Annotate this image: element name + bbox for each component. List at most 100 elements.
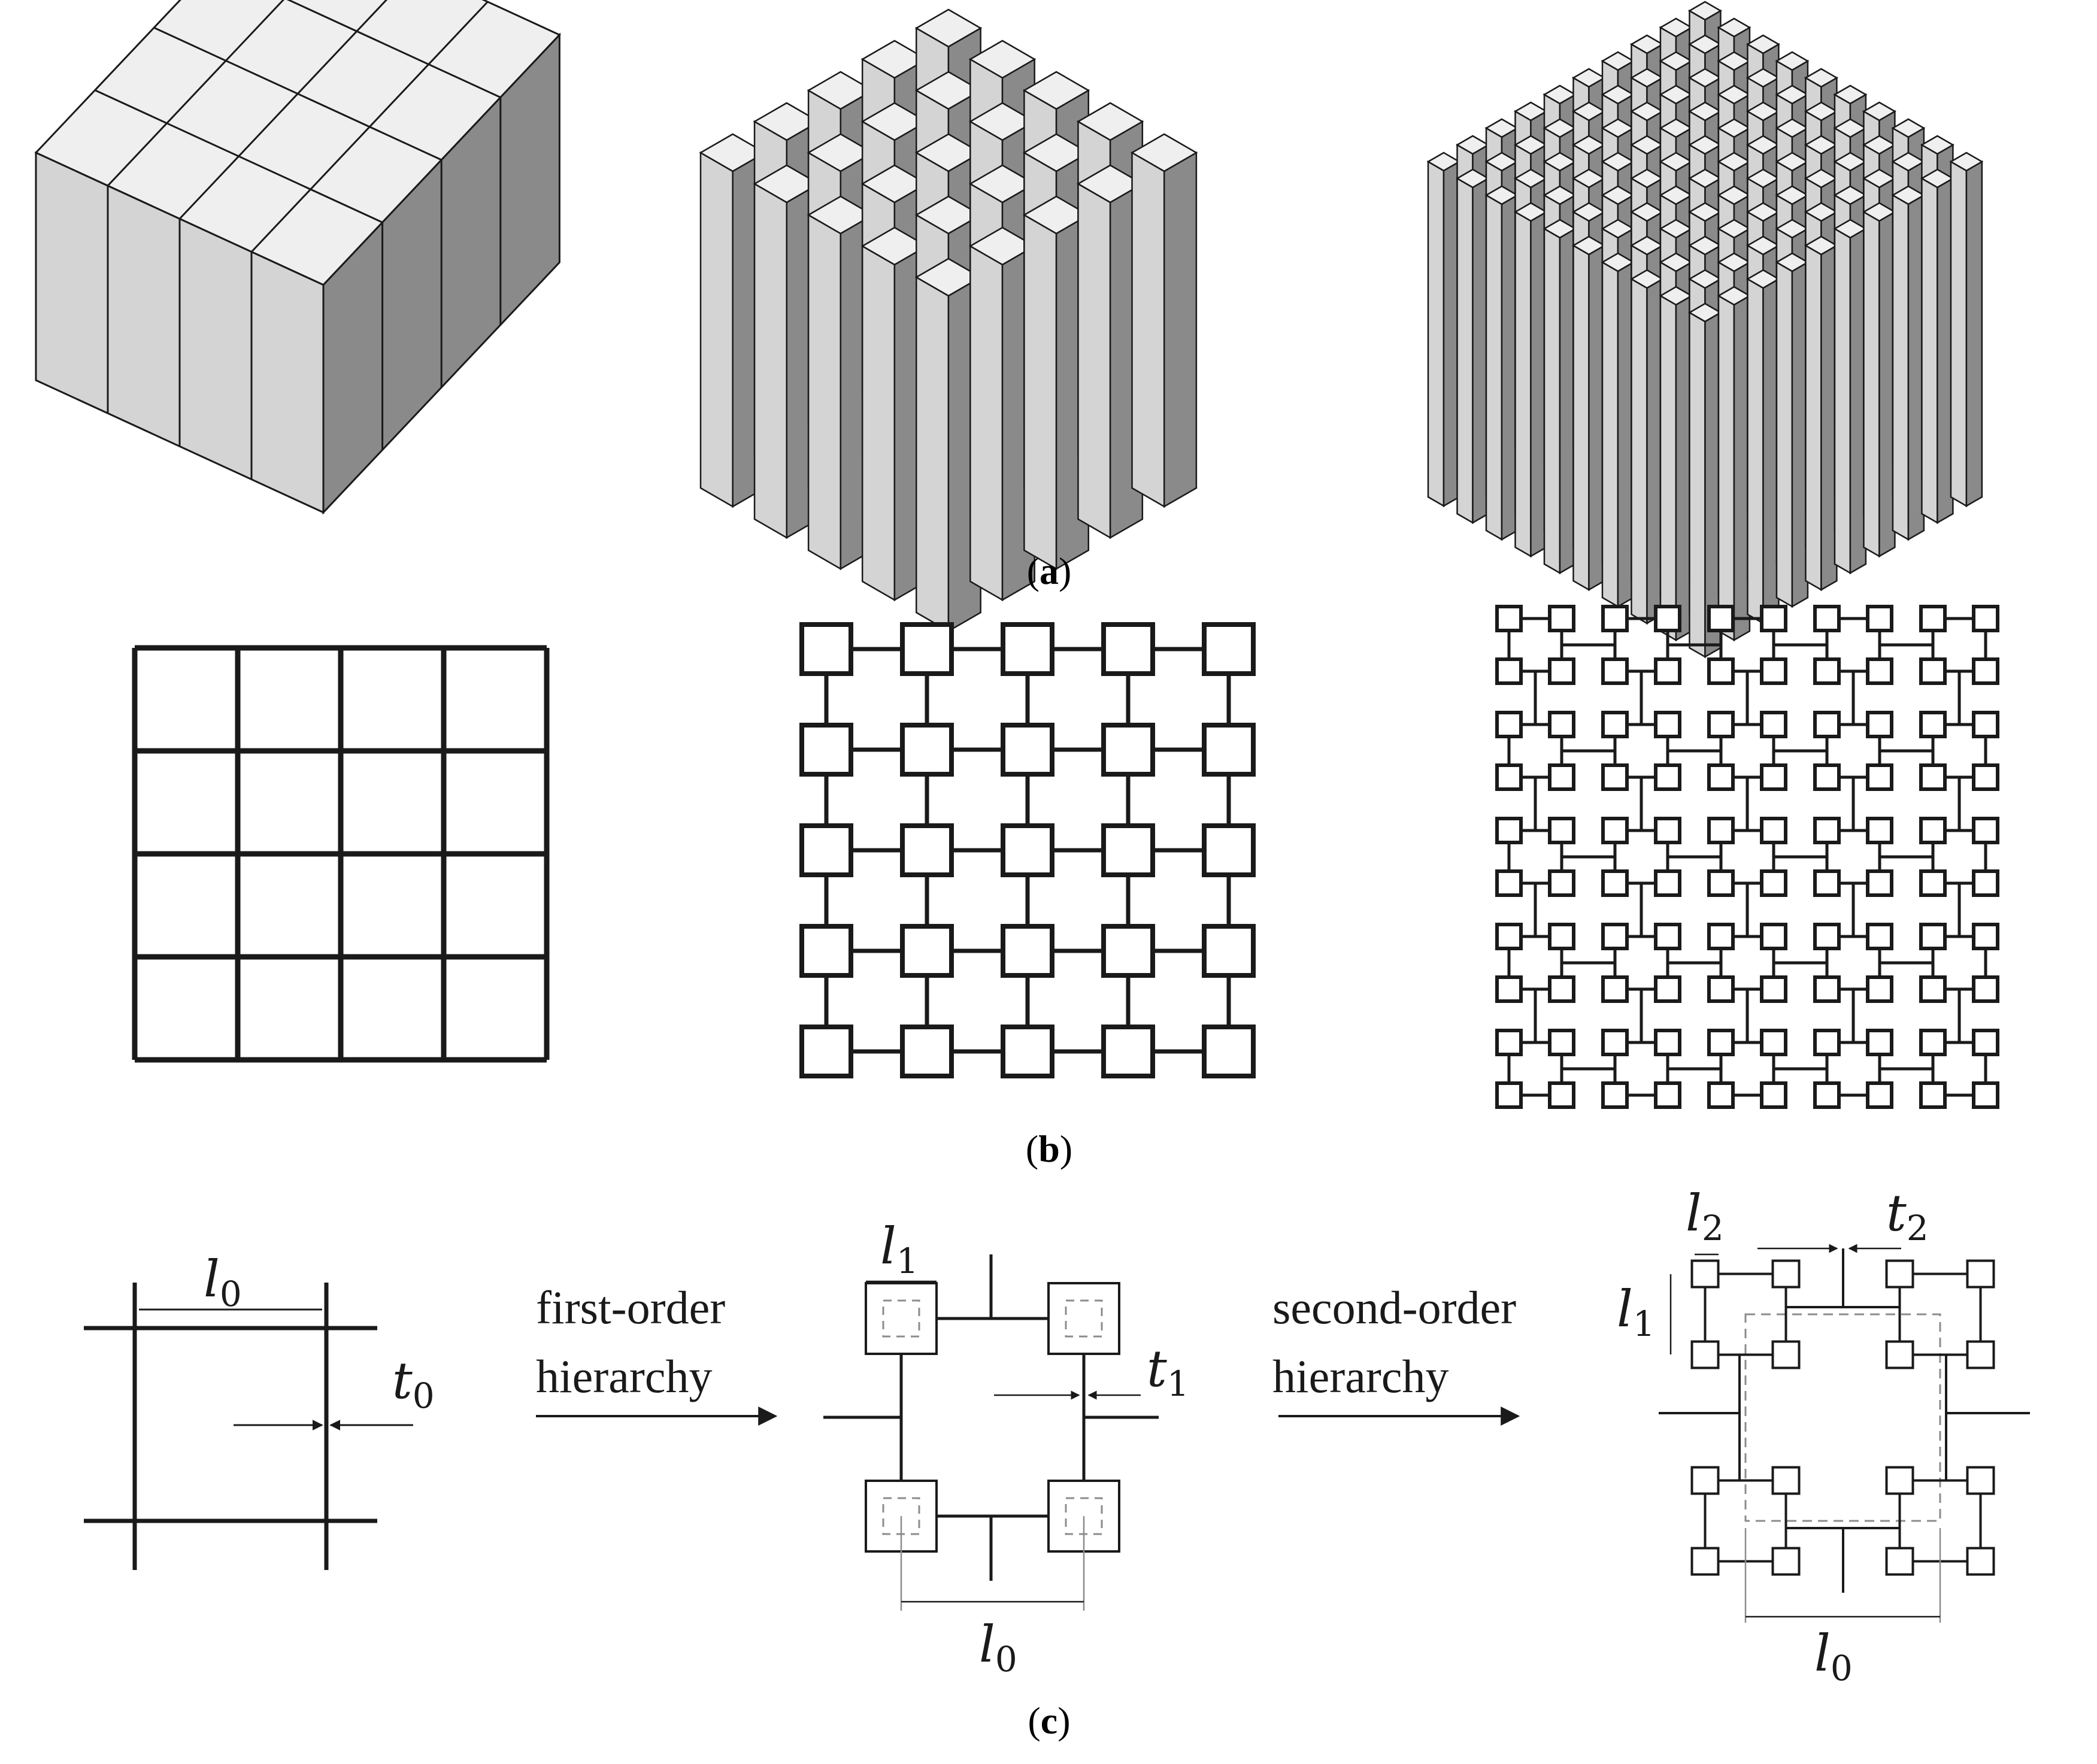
column-front [1805, 244, 1822, 592]
column-front [699, 151, 734, 508]
node-box [1972, 1081, 1999, 1109]
node-box [1202, 823, 1256, 877]
node-box [1495, 1029, 1523, 1056]
node-box [1972, 817, 1999, 844]
node-box [1966, 1466, 1995, 1495]
node-box [1707, 1081, 1735, 1109]
node-box [1919, 869, 1947, 897]
top-wall [250, 1, 489, 253]
node-box [1548, 869, 1575, 897]
node-box [1601, 605, 1629, 632]
node-box [1760, 657, 1787, 685]
node-box [1601, 1029, 1629, 1056]
node-box [1919, 711, 1947, 738]
node-box [1601, 869, 1629, 897]
node-box [799, 1025, 853, 1078]
node-box [1548, 763, 1575, 791]
node-box [1601, 923, 1629, 950]
node-box [1707, 869, 1735, 897]
node-box [1047, 1282, 1120, 1355]
node-box [1966, 1259, 1995, 1289]
node-box [1202, 1025, 1256, 1078]
label-t2: t2 [1886, 1184, 1929, 1248]
node-box [1707, 975, 1735, 1003]
node-box [1866, 869, 1893, 897]
node-box [1654, 605, 1681, 632]
node-box [1548, 605, 1575, 632]
node-box [1101, 1025, 1155, 1078]
column-front [1427, 160, 1445, 508]
column-front [861, 244, 896, 602]
panel-label-a: (a) [1027, 550, 1072, 592]
column-top [1862, 101, 1896, 122]
dashed-outline [882, 1299, 920, 1338]
column-front [1543, 227, 1561, 575]
column-top [1076, 102, 1144, 141]
node-box [1760, 605, 1787, 632]
node-box [1202, 723, 1256, 777]
node-box [1548, 923, 1575, 950]
node-box [1972, 975, 1999, 1003]
node-box [900, 622, 954, 676]
node-box [1760, 1029, 1787, 1056]
column-front [1747, 277, 1764, 625]
column-front [1514, 210, 1532, 558]
node-box [1866, 1081, 1893, 1109]
top-wall [153, 26, 442, 161]
node-box [1202, 924, 1256, 978]
node-box [1548, 1081, 1575, 1109]
node-box [1919, 817, 1947, 844]
node-box [1001, 1025, 1054, 1078]
node-box [1707, 923, 1735, 950]
node-box [1972, 869, 1999, 897]
node-box [1866, 975, 1893, 1003]
top-wall [286, 0, 501, 98]
column-front [1863, 210, 1880, 558]
column-front [1572, 244, 1590, 592]
node-box [1771, 1466, 1801, 1495]
node-box [865, 1282, 938, 1355]
node-box [1866, 817, 1893, 844]
column-front [1659, 294, 1677, 642]
node-box [1001, 924, 1054, 978]
column-front [916, 275, 950, 633]
node-box [1885, 1466, 1914, 1495]
column-front [1485, 193, 1503, 541]
dashed-outline [1065, 1299, 1103, 1338]
column-front [1023, 213, 1057, 571]
node-box [1866, 711, 1893, 738]
node-box [1813, 605, 1841, 632]
node-box [1972, 1029, 1999, 1056]
node-box [1885, 1547, 1914, 1576]
node-box [1866, 1029, 1893, 1056]
node-box [1001, 823, 1054, 877]
node-box [1919, 975, 1947, 1003]
column-top [1131, 133, 1198, 172]
label-l1-first: l1 [880, 1217, 919, 1281]
column-top [968, 40, 1037, 79]
node-box [1885, 1259, 1914, 1289]
node-box [1101, 622, 1155, 676]
node-box [1813, 763, 1841, 791]
iso-view-zeroth-order [34, 0, 561, 515]
column-front [753, 182, 788, 539]
node-box [799, 723, 853, 777]
node-box [1771, 1547, 1801, 1576]
node-box [1707, 763, 1735, 791]
node-box [1760, 817, 1787, 844]
node-box [1495, 1081, 1523, 1109]
node-box [1760, 869, 1787, 897]
node-box [1654, 817, 1681, 844]
node-box [1919, 1081, 1947, 1109]
node-box [1707, 817, 1735, 844]
node-box [1813, 657, 1841, 685]
node-box [900, 1025, 954, 1078]
column-front [1950, 160, 1968, 508]
node-box [1760, 1081, 1787, 1109]
node-box [1707, 711, 1735, 738]
node-box [1919, 763, 1947, 791]
node-box [1495, 869, 1523, 897]
node-box [1707, 605, 1735, 632]
node-box [1101, 723, 1155, 777]
node-box [1601, 975, 1629, 1003]
